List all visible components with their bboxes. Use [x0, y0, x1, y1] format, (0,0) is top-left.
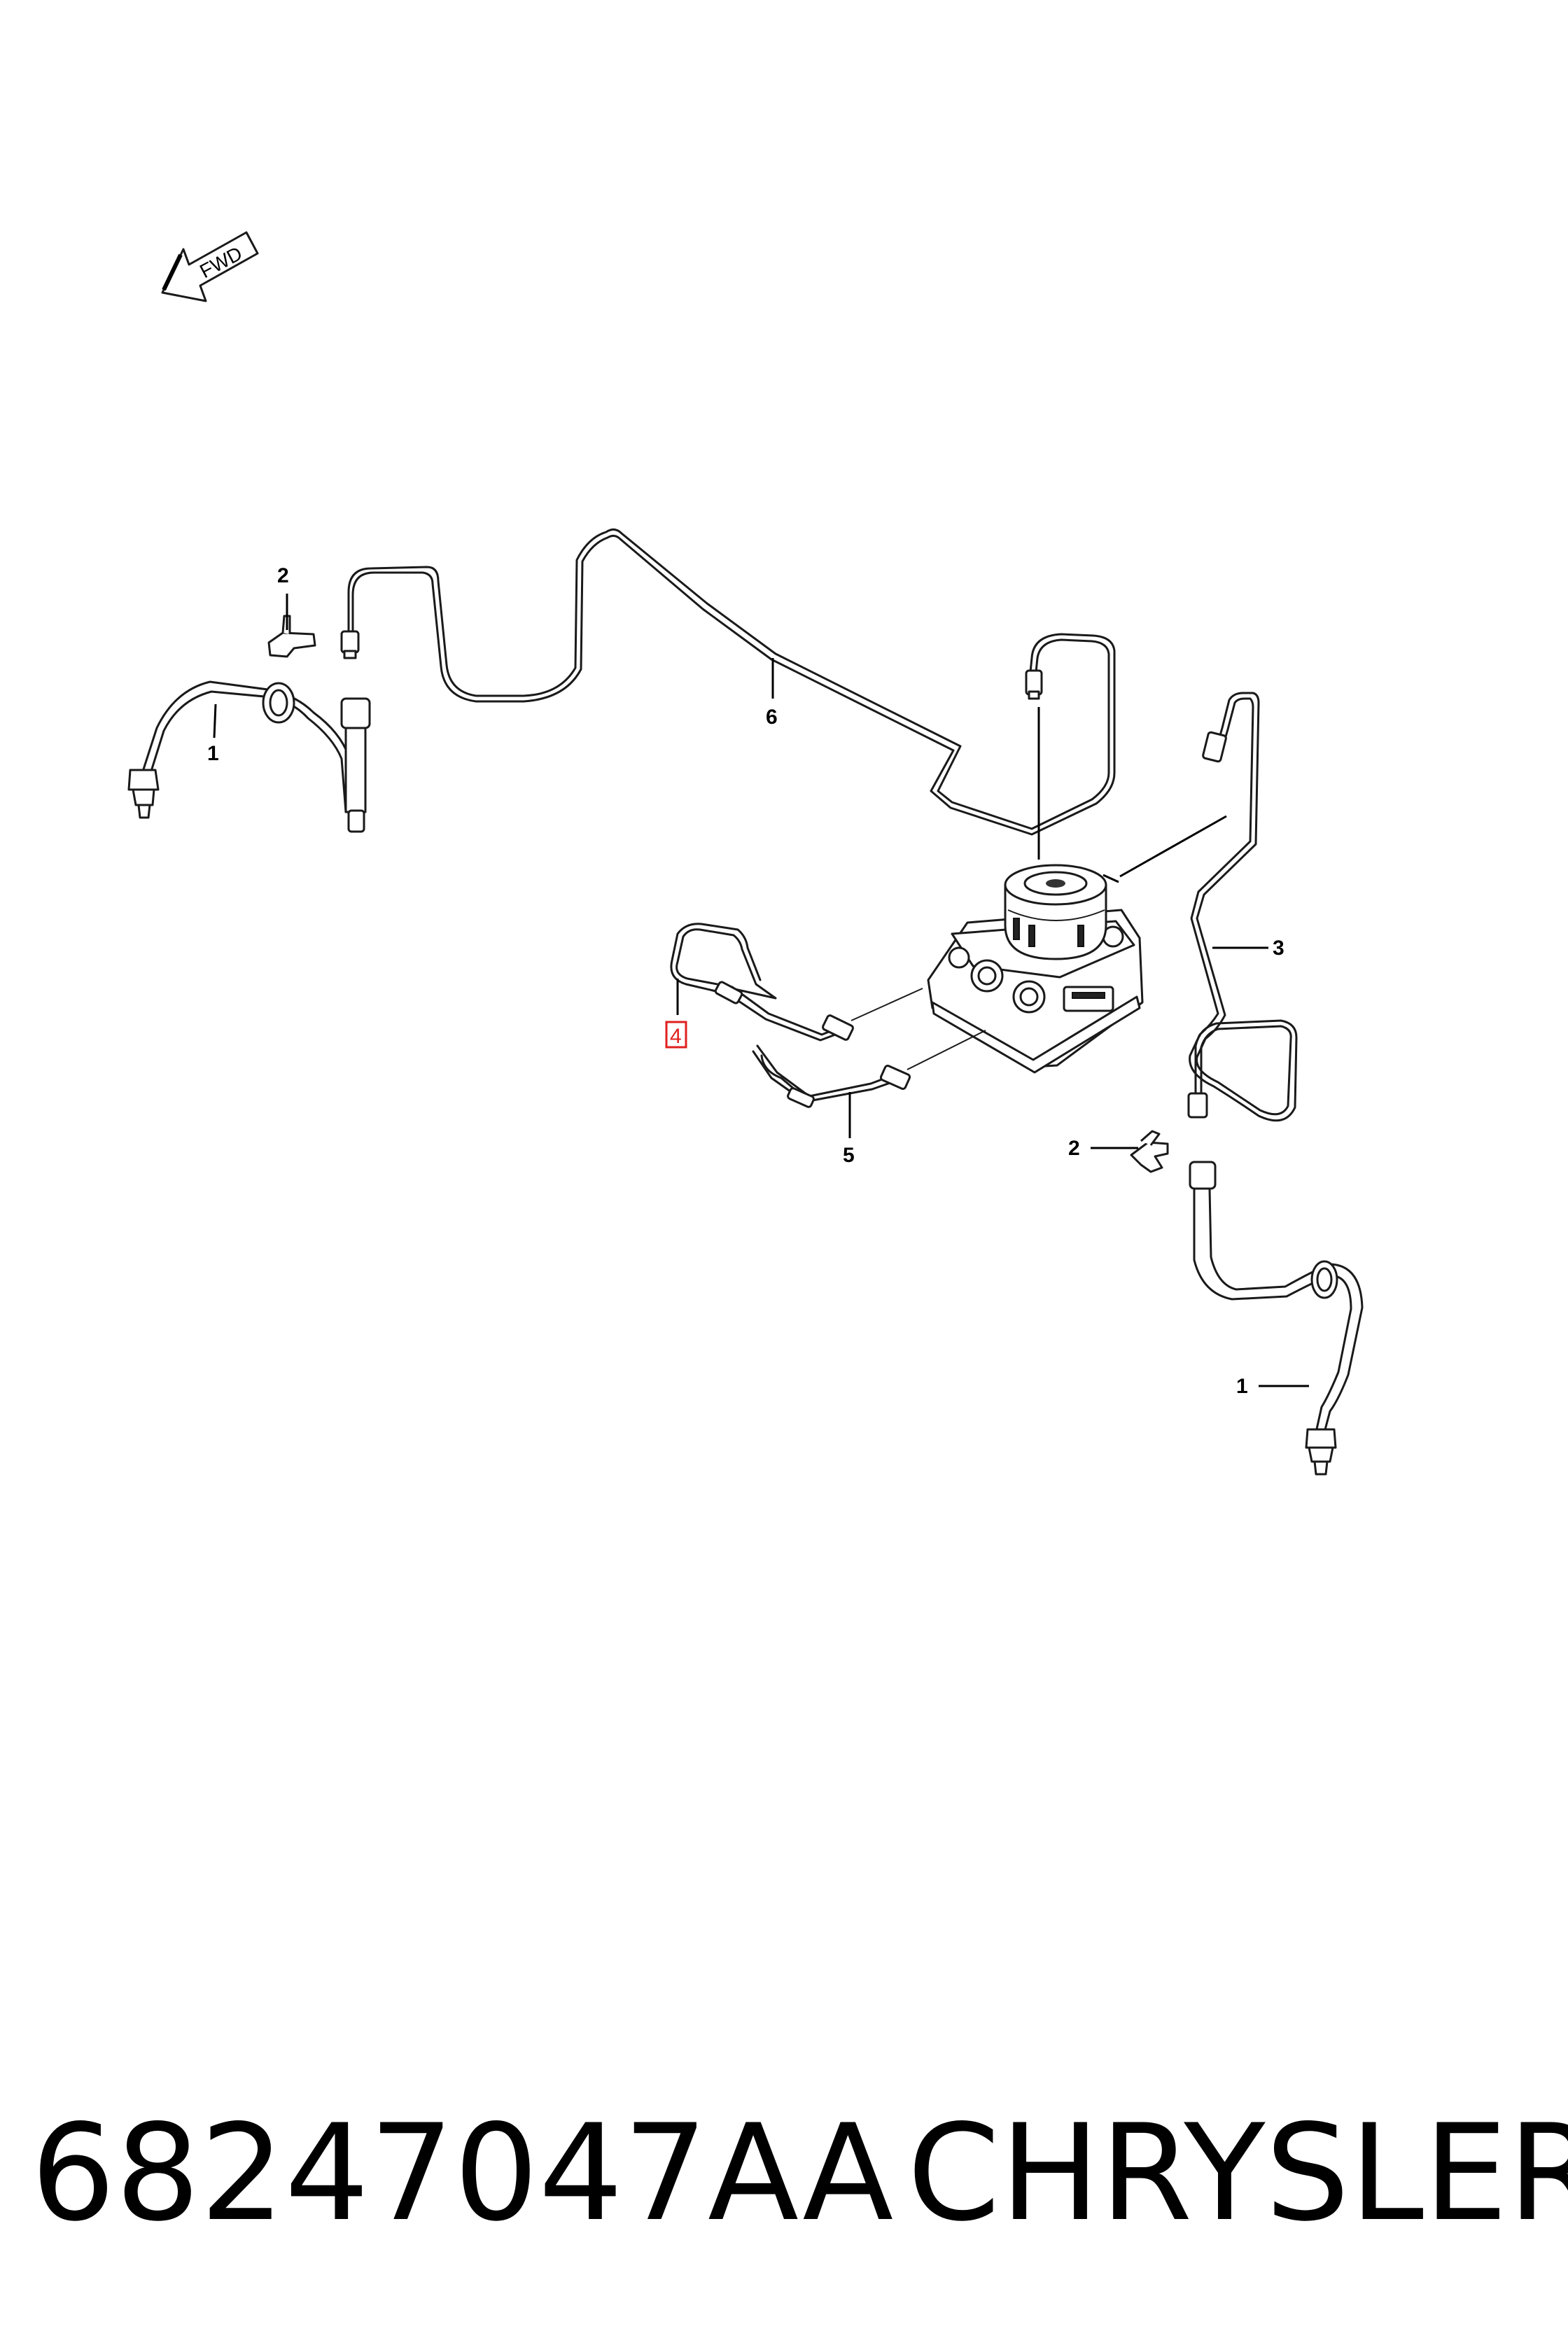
callout-label: 1 [1236, 1375, 1248, 1398]
abs-module[interactable] [927, 864, 1144, 1074]
brake-tube-5[interactable] [752, 1030, 986, 1108]
callout-label: 3 [1273, 937, 1284, 960]
brake-tube-6[interactable] [340, 528, 1116, 836]
callout-tube-6: 6 [766, 658, 778, 729]
callout-tube-5: 5 [843, 1092, 855, 1167]
callout-label: 6 [766, 706, 778, 729]
callout-clip-left: 2 [277, 564, 289, 630]
callout-clip-right: 2 [1068, 1137, 1138, 1160]
callout-label: 4 [670, 1025, 682, 1048]
brake-tube-4[interactable] [670, 923, 923, 1042]
brake-tube-3[interactable] [1187, 692, 1298, 1122]
brake-hose-right[interactable] [1189, 1161, 1364, 1476]
clip-right[interactable] [1130, 1130, 1169, 1173]
callout-label: 2 [277, 564, 289, 587]
callout-hose-right: 1 [1236, 1375, 1309, 1398]
callout-tube-3: 3 [1212, 937, 1284, 960]
callout-highlight-box [665, 1021, 687, 1049]
footer-caption: 68247047AA CHRYSLER [0, 2093, 1568, 2254]
connection-lines [1037, 707, 1227, 883]
callout-hose-left: 1 [207, 704, 219, 765]
callout-label: 5 [843, 1144, 855, 1167]
brake-hose-left[interactable] [127, 680, 371, 833]
callout-label: 1 [207, 742, 219, 765]
fwd-arrow-icon: FWD [161, 231, 259, 302]
part-number: 68247047AA [31, 2096, 894, 2250]
callout-label: 2 [1068, 1137, 1080, 1160]
clip-left[interactable] [267, 615, 316, 658]
callout-tube-4: 4 [665, 979, 687, 1049]
brand-name: CHRYSLER [907, 2096, 1568, 2250]
